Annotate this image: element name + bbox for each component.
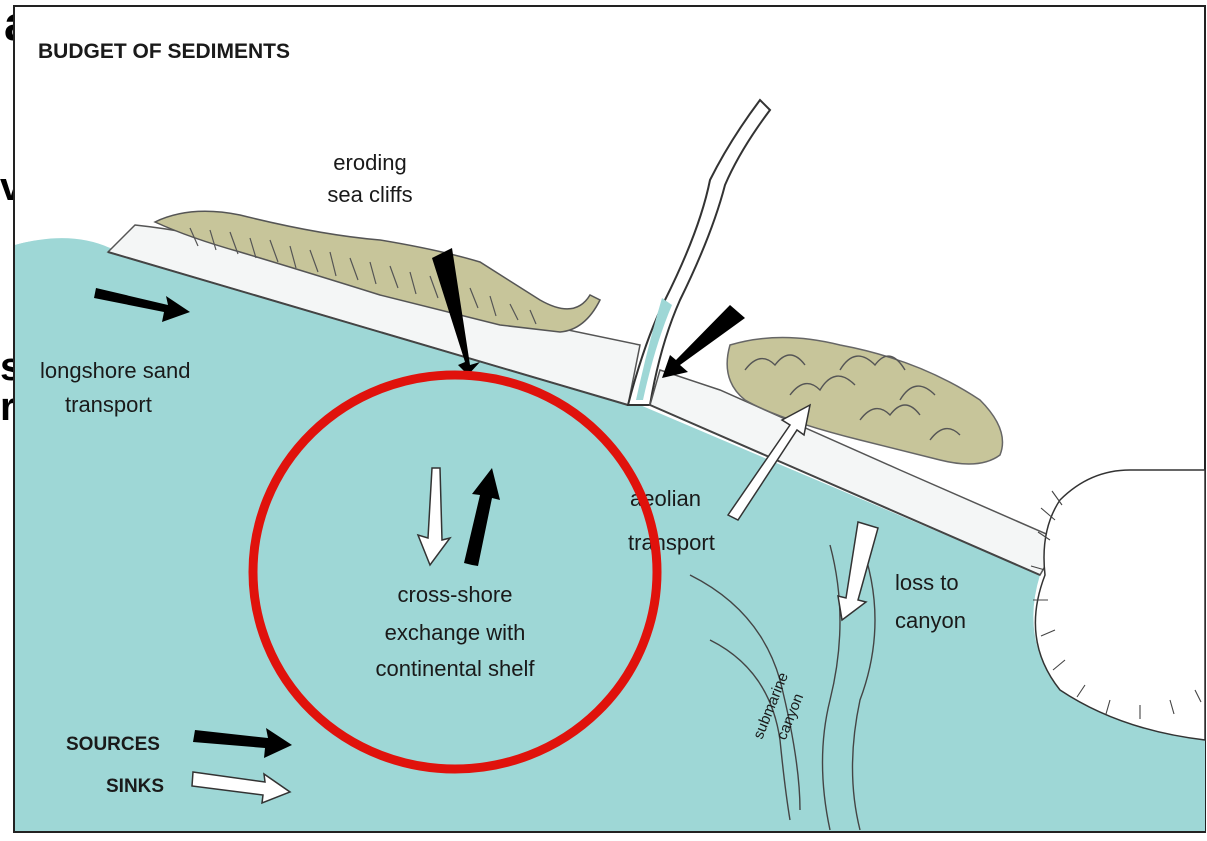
label-continental-shelf: continental shelf (376, 656, 536, 681)
label-canyon: canyon (895, 608, 966, 633)
label-longshore: longshore sand (40, 358, 190, 383)
legend-sources-label: SOURCES (66, 734, 160, 755)
figure-panel (14, 6, 1205, 832)
label-cross-shore: cross-shore (398, 582, 513, 607)
label-exchange-with: exchange with (385, 620, 526, 645)
label-eroding: eroding (333, 150, 406, 175)
diagram-title: BUDGET OF SEDIMENTS (38, 40, 290, 63)
legend-sinks-label: SINKS (106, 776, 164, 797)
label-loss-to: loss to (895, 570, 959, 595)
label-aeolian-transport: transport (628, 530, 715, 555)
label-longshore-transport: transport (65, 392, 152, 417)
label-sea-cliffs: sea cliffs (327, 182, 412, 207)
